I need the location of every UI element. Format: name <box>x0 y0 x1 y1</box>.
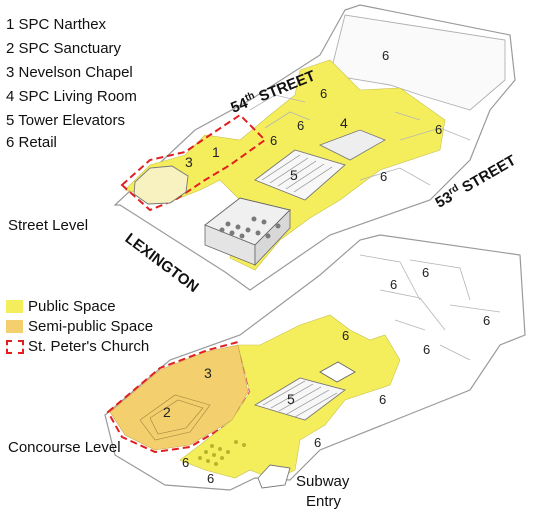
marker-6: 6 <box>342 328 349 343</box>
legend-number-5: 5 Tower Elevators <box>6 112 125 129</box>
marker-6: 6 <box>182 455 189 470</box>
legend-number-6: 6 Retail <box>6 134 57 151</box>
marker-6: 6 <box>270 133 277 148</box>
marker-6: 6 <box>320 86 327 101</box>
legend-number-3: 3 Nevelson Chapel <box>6 64 133 81</box>
marker-6: 6 <box>435 122 442 137</box>
marker-6: 6 <box>379 392 386 407</box>
marker-6: 6 <box>422 265 429 280</box>
concourse-level-label: Concourse Level <box>8 439 121 456</box>
semi-public-space <box>109 344 249 451</box>
subway-label-line1: Subway <box>296 473 350 490</box>
marker-6: 6 <box>380 169 387 184</box>
escalator-street <box>319 129 386 161</box>
marker-3-street: 3 <box>185 154 193 170</box>
marker-3-concourse: 3 <box>204 365 212 381</box>
marker-5-concourse: 5 <box>287 391 295 407</box>
retail-block-top <box>329 14 506 111</box>
semi-public-swatch <box>6 320 23 333</box>
marker-6: 6 <box>390 277 397 292</box>
marker-6: 6 <box>382 48 389 63</box>
skylight-square <box>319 361 356 383</box>
church-outline-swatch <box>6 340 24 354</box>
elevator-core-street <box>254 149 346 201</box>
chapel-octagon <box>133 165 189 205</box>
plan-markers: 1 3 5 2 3 5 6 6 6 6 6 6 6 6 6 6 6 6 6 6 … <box>163 48 490 486</box>
legend-number-4: 4 SPC Living Room <box>6 88 137 105</box>
concourse-level-plan <box>104 234 526 491</box>
marker-1: 1 <box>212 144 220 160</box>
marker-5-street: 5 <box>290 167 298 183</box>
subway-label-line2: Entry <box>306 493 342 510</box>
street-level-label: Street Level <box>8 217 89 234</box>
marker-2: 2 <box>163 404 171 420</box>
marker-6: 6 <box>314 435 321 450</box>
public-space-legend: Public Space <box>28 298 116 315</box>
church-legend: St. Peter's Church <box>28 338 150 355</box>
semi-public-legend: Semi-public Space <box>28 318 154 335</box>
legend-number-1: 1 SPC Narthex <box>6 16 107 33</box>
legend-number-2: 2 SPC Sanctuary <box>6 40 122 57</box>
public-space-swatch <box>6 300 23 313</box>
marker-6: 6 <box>483 313 490 328</box>
marker-6: 6 <box>207 471 214 486</box>
marker-6: 6 <box>423 342 430 357</box>
church-outline-concourse <box>106 340 252 454</box>
marker-6: 6 <box>297 118 304 133</box>
street-level-plan <box>113 4 516 291</box>
subway-stair <box>257 464 291 489</box>
